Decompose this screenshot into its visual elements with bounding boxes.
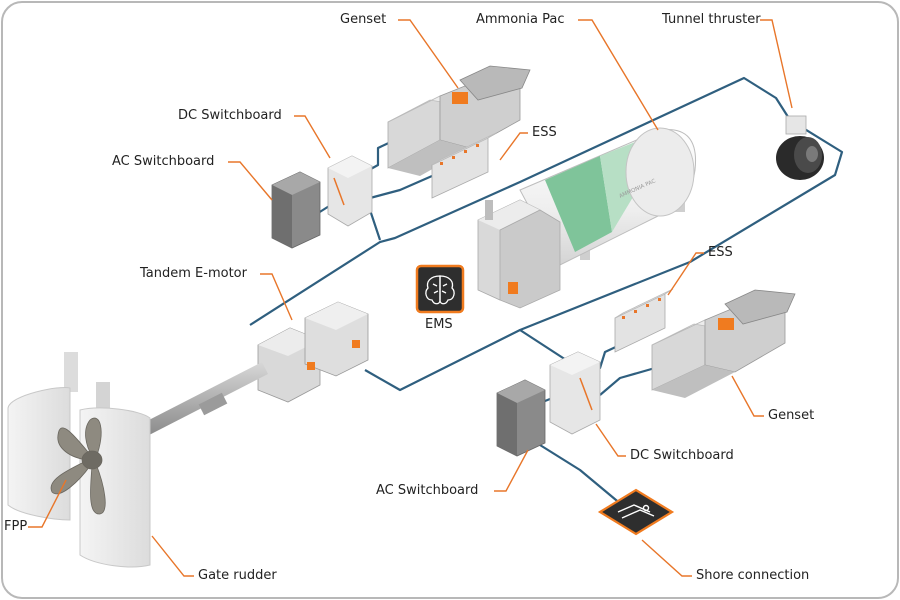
- dc-switchboard-top[interactable]: [327, 155, 373, 227]
- ems-unit[interactable]: [415, 264, 465, 314]
- emotor-orange-part-2: [352, 340, 360, 348]
- label-tunnel-thruster: Tunnel thruster: [662, 12, 761, 27]
- genset-right[interactable]: [651, 289, 796, 398]
- label-ammonia-pac: Ammonia Pac: [476, 12, 565, 27]
- plug-icon: [617, 504, 655, 519]
- genset-top-orange-part: [452, 92, 468, 104]
- label-shore-connection: Shore connection: [696, 568, 810, 583]
- label-fpp: FPP: [4, 519, 28, 534]
- genset-top[interactable]: [387, 65, 531, 176]
- dc-switchboard-bottom[interactable]: [549, 351, 601, 435]
- tank-orange-part: [508, 282, 518, 294]
- label-genset-top: Genset: [340, 12, 387, 27]
- genset-right-orange-part: [718, 318, 734, 330]
- label-dc-switchboard-top: DC Switchboard: [178, 108, 282, 123]
- ess-top[interactable]: [431, 132, 497, 199]
- ac-switchboard-bottom[interactable]: [496, 379, 546, 457]
- label-ess-right: ESS: [708, 245, 733, 260]
- fpp-propeller[interactable]: [50, 417, 106, 515]
- label-ac-switchboard-bottom: AC Switchboard: [376, 483, 479, 498]
- tandem-emotor[interactable]: [257, 301, 369, 403]
- ess-right[interactable]: [614, 288, 674, 353]
- label-ems: EMS: [425, 317, 453, 332]
- ac-switchboard-top[interactable]: [271, 171, 321, 249]
- leader-lines: [28, 19, 793, 577]
- shore-connection[interactable]: [597, 488, 675, 536]
- label-ac-switchboard-top: AC Switchboard: [112, 154, 215, 169]
- brain-icon: [425, 275, 455, 305]
- tank-green-band: [545, 156, 612, 252]
- ammonia-pac-tank[interactable]: AMMONIA PAC: [477, 127, 697, 309]
- tunnel-thruster[interactable]: [776, 115, 824, 180]
- label-ess-top: ESS: [532, 125, 557, 140]
- label-gate-rudder: Gate rudder: [198, 568, 277, 583]
- emotor-orange-part-1: [307, 362, 315, 370]
- label-tandem-emotor: Tandem E-motor: [140, 266, 247, 281]
- label-dc-switchboard-bottom: DC Switchboard: [630, 448, 734, 463]
- label-genset-right: Genset: [768, 408, 815, 423]
